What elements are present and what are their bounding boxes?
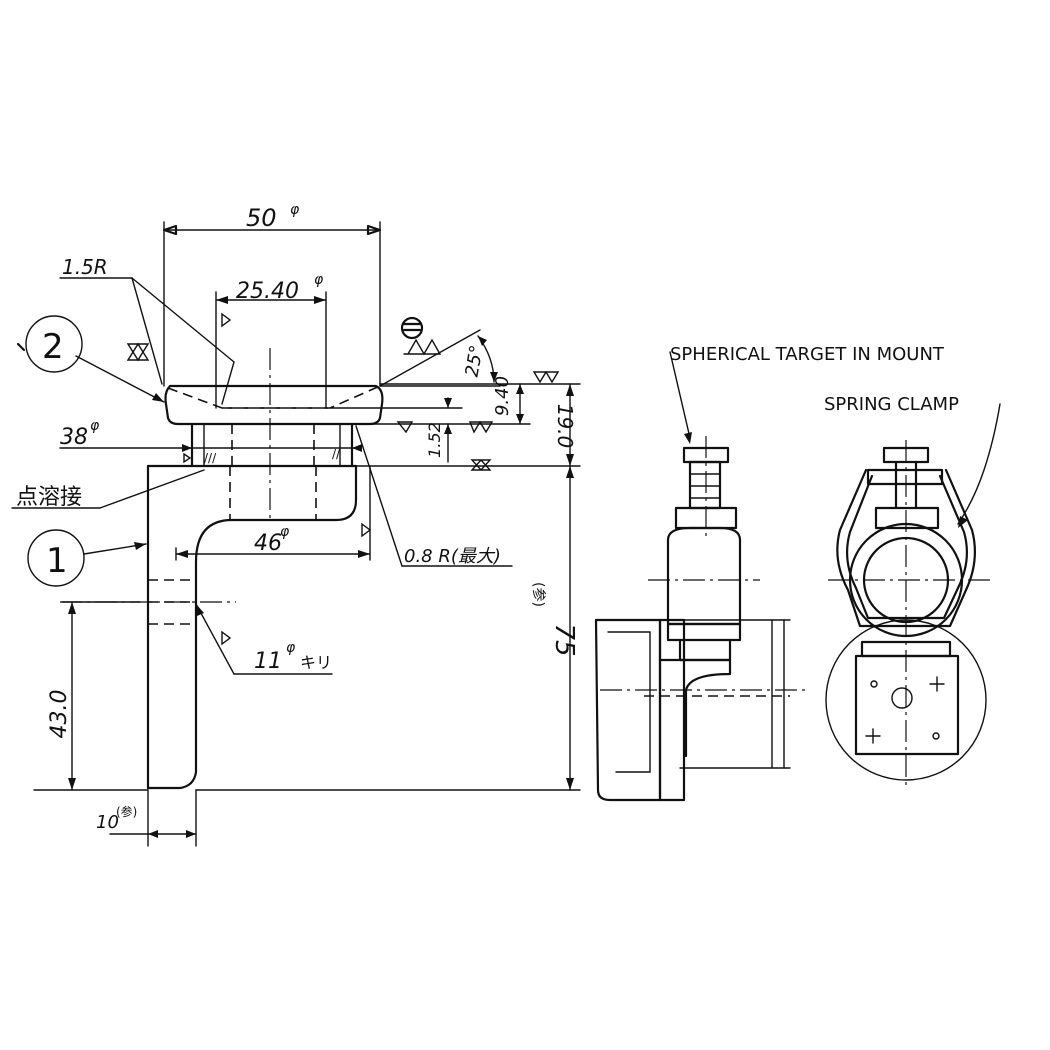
svg-text:1: 1 xyxy=(46,541,68,581)
dim-10: 10 xyxy=(96,812,119,833)
svg-text:φ: φ xyxy=(286,640,296,656)
dim-1-5r: 1.5R xyxy=(62,255,108,279)
svg-text://: // xyxy=(332,447,341,461)
dim-46: 46 xyxy=(254,531,282,556)
angle-25: 25° xyxy=(461,344,487,379)
dim-11: 11 xyxy=(254,649,282,674)
svg-text:///: /// xyxy=(204,451,217,465)
svg-text:φ: φ xyxy=(280,524,290,540)
bracket-outline xyxy=(146,464,358,790)
dim-43: 43.0 xyxy=(47,690,72,739)
dim-38: 38 xyxy=(60,425,88,450)
cup-seat-dashed xyxy=(167,385,381,409)
dim-19: 19.0 xyxy=(553,404,577,449)
svg-text:φ: φ xyxy=(290,202,300,218)
svg-text:(参): (参) xyxy=(530,582,547,607)
dim-1-52: 1.52 xyxy=(425,422,444,458)
clamp-outer-circle xyxy=(825,619,987,781)
weld-label: 点溶接 xyxy=(16,485,82,510)
svg-text:(参): (参) xyxy=(116,804,137,819)
dim-50: 50 xyxy=(246,204,277,232)
svg-text:キリ: キリ xyxy=(300,653,332,672)
svg-text:φ: φ xyxy=(90,418,100,434)
item-2-balloon xyxy=(25,315,83,373)
svg-text:2: 2 xyxy=(42,327,64,367)
label-spring-clamp: SPRING CLAMP xyxy=(824,394,959,415)
dim-75: 75 xyxy=(549,623,579,656)
target-mount-view: SPHERICAL TARGET IN MOUNT xyxy=(594,344,945,802)
dim-25-40: 25.40 xyxy=(236,279,299,304)
dim-9-40: 9.40 xyxy=(492,376,513,416)
cup-outline xyxy=(164,384,384,426)
svg-text:φ: φ xyxy=(314,272,324,288)
dim-0-8r: 0.8 R(最大) xyxy=(404,546,501,567)
item-1-balloon xyxy=(27,529,85,587)
part-drawing: /// // 50 φ 25.40 φ 1.5R xyxy=(11,202,581,847)
spring-clamp-view: SPRING CLAMP xyxy=(824,394,1001,790)
label-spherical-target: SPHERICAL TARGET IN MOUNT xyxy=(670,344,945,365)
